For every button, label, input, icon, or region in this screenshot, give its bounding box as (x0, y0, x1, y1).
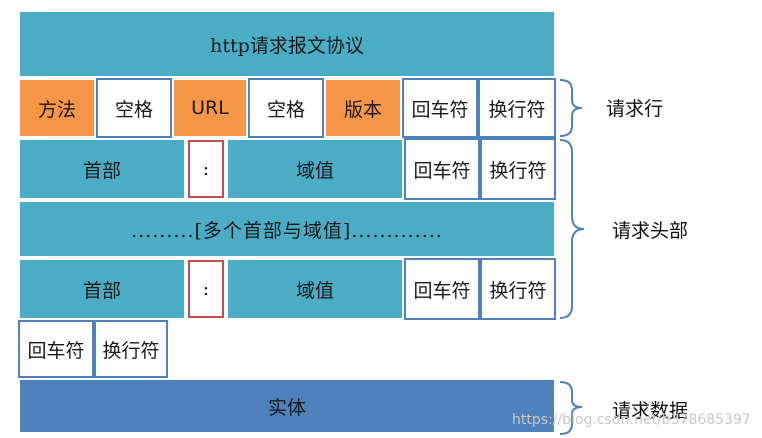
lf-cell-request-line: 换行符 (478, 78, 556, 138)
label-request-data: 请求数据 (612, 400, 689, 422)
body-entity-cell: 实体 (18, 378, 556, 434)
space-cell-1: 空格 (96, 78, 172, 138)
label-request-headers: 请求头部 (612, 220, 689, 242)
version-cell: 版本 (324, 78, 402, 138)
url-cell: URL (172, 78, 248, 138)
header-name-cell-2: 首部 (18, 258, 186, 320)
header-value-cell-2: 域值 (226, 258, 404, 320)
cr-cell-header-1: 回车符 (404, 138, 480, 200)
brace-request-data (559, 381, 583, 435)
lf-cell-header-1: 换行符 (480, 138, 556, 200)
label-request-line: 请求行 (606, 98, 664, 120)
cr-cell-request-line: 回车符 (402, 78, 478, 138)
brace-request-line (559, 79, 583, 137)
header-name-cell-1: 首部 (18, 138, 186, 200)
cr-cell-blank-line: 回车符 (18, 320, 94, 378)
watermark: https://blog.csdn.net/b378685397 (512, 412, 751, 428)
lf-cell-header-2: 换行符 (480, 258, 556, 320)
method-cell: 方法 (18, 78, 96, 138)
more-headers-row: .........[多个首部与域值]............. (18, 200, 556, 258)
colon-cell-1: : (188, 140, 224, 198)
colon-cell-2: : (188, 260, 224, 318)
brace-request-headers (559, 139, 585, 319)
diagram-title: http请求报文协议 (18, 10, 556, 78)
space-cell-2: 空格 (248, 78, 324, 138)
cr-cell-header-2: 回车符 (404, 258, 480, 320)
header-value-cell-1: 域值 (226, 138, 404, 200)
lf-cell-blank-line: 换行符 (94, 320, 168, 378)
